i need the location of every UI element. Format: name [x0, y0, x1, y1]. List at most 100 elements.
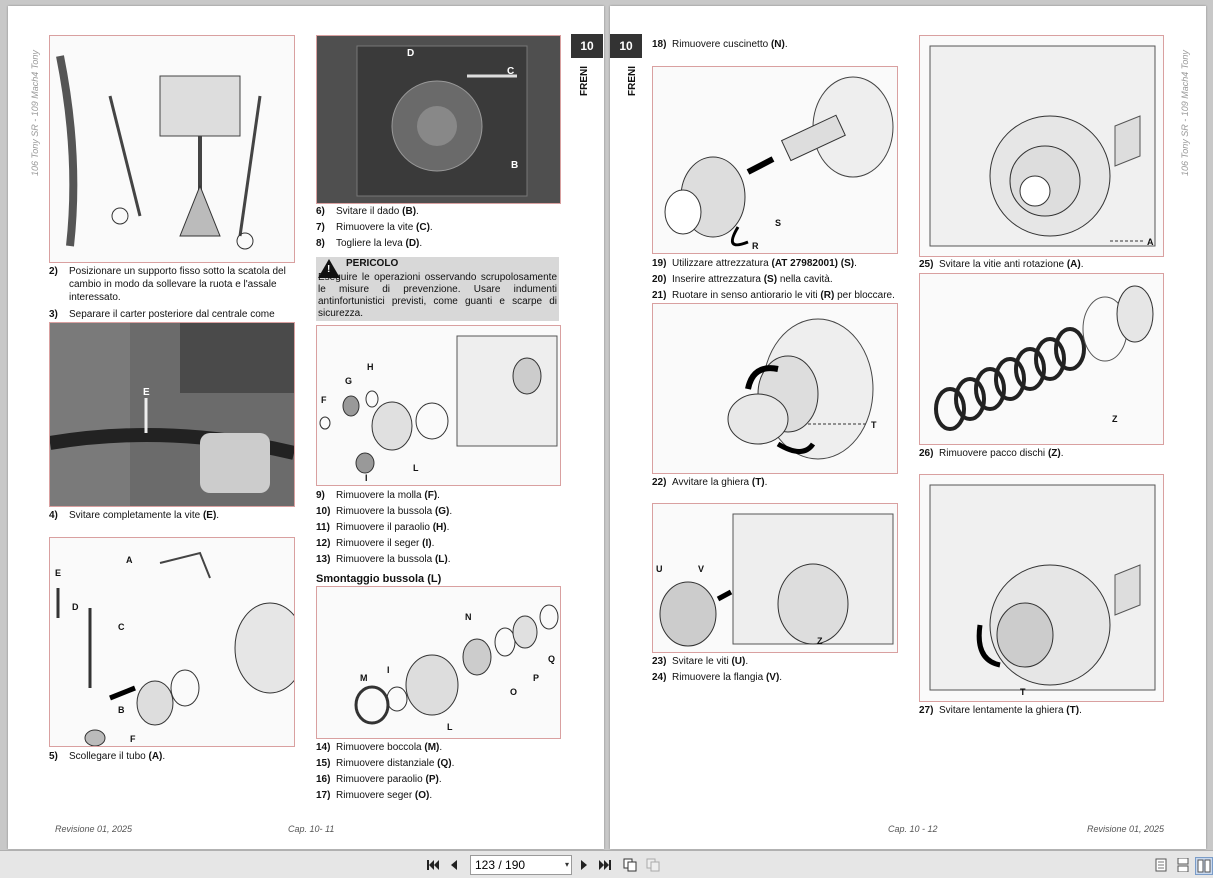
step-18: 18)Rimuovere cuscinetto (N). — [652, 39, 788, 50]
last-page-button[interactable] — [597, 857, 613, 873]
single-page-icon — [1155, 858, 1167, 872]
continuous-view-button[interactable] — [1175, 857, 1191, 873]
step-6: 6)Svitare il dado (B). — [316, 206, 419, 217]
svg-text:C: C — [507, 66, 514, 77]
warning-box: ! PERICOLO Eseguire le operazioni osserv… — [316, 257, 559, 321]
svg-text:G: G — [345, 376, 352, 386]
svg-text:B: B — [511, 160, 518, 171]
svg-text:E: E — [55, 568, 61, 578]
svg-text:E: E — [143, 387, 150, 398]
figure-housing-ring: T — [919, 474, 1164, 702]
step-26: 26)Rimuovere pacco dischi (Z). — [919, 448, 1064, 459]
chapter-label: FRENI — [627, 66, 638, 96]
chapter-number: 10 — [610, 34, 642, 58]
steps-9-13: 9)Rimuovere la molla (F). 10)Rimuovere l… — [316, 489, 452, 566]
continuous-icon — [1177, 858, 1189, 872]
svg-text:L: L — [413, 463, 419, 473]
steps-14-17: 14)Rimuovere boccola (M). 15)Rimuovere d… — [316, 741, 454, 802]
step-9: 9)Rimuovere la molla (F). — [316, 490, 440, 501]
first-page-icon — [427, 860, 439, 870]
svg-text:C: C — [118, 622, 125, 632]
prev-page-button[interactable] — [446, 857, 462, 873]
step-21: 21)Ruotare in senso antiorario le viti (… — [652, 290, 895, 301]
step-25: 25)Svitare la vitie anti rotazione (A). — [919, 259, 1084, 270]
lift-support-illustration — [50, 36, 294, 262]
footer-revision: Revisione 01, 2025 — [55, 824, 133, 834]
svg-text:L: L — [447, 722, 453, 732]
footer-revision: Revisione 01, 2025 — [1087, 824, 1165, 834]
svg-text:Z: Z — [817, 636, 823, 646]
steps-23-24: 23)Svitare le viti (U). 24)Rimuovere la … — [652, 655, 782, 684]
dropdown-icon: ▾ — [564, 860, 569, 869]
svg-text:F: F — [130, 734, 136, 744]
step-5: 5)Scollegare il tubo (A). — [49, 751, 166, 762]
figure-exploded-lever: A E D C B F — [49, 537, 295, 747]
figure-disc-pack: Z — [919, 273, 1164, 445]
svg-text:H: H — [367, 362, 374, 372]
steps-6-8: 6)Svitare il dado (B). 7)Rimuovere la vi… — [316, 205, 433, 250]
next-page-button[interactable] — [576, 857, 592, 873]
two-page-icon — [1197, 859, 1211, 873]
step-8: 8)Togliere la leva (D). — [316, 238, 423, 249]
step-15: 15)Rimuovere distanziale (Q). — [316, 758, 455, 769]
housing-screw-illustration: A — [920, 36, 1163, 256]
svg-text:T: T — [1020, 687, 1026, 697]
step-10: 10)Rimuovere la bussola (G). — [316, 506, 453, 517]
page-number-select[interactable]: 123 / 190 ▾ — [470, 855, 572, 875]
steps-19-21: 19)Utilizzare attrezzatura (AT 27982001)… — [652, 257, 895, 302]
svg-text:Z: Z — [1112, 414, 1118, 424]
subheading-bushing: Smontaggio bussola (L) — [316, 573, 442, 585]
step-24: 24)Rimuovere la flangia (V). — [652, 672, 783, 683]
svg-text:O: O — [510, 687, 517, 697]
first-page-button[interactable] — [425, 857, 441, 873]
figure-exploded-bushing: G H F L I — [316, 325, 561, 486]
side-label: 106 Tony SR - 109 Mach4 Tony — [1180, 50, 1190, 176]
step-13: 13)Rimuovere la bussola (L). — [316, 554, 451, 565]
svg-text:S: S — [775, 218, 781, 228]
svg-text:M: M — [360, 673, 368, 683]
ring-nut-illustration: T — [653, 304, 897, 473]
warning-icon: ! — [318, 259, 340, 278]
svg-text:F: F — [321, 395, 327, 405]
warning-text: Eseguire le operazioni osservando scrupo… — [318, 272, 557, 319]
svg-text:U: U — [656, 564, 663, 574]
single-page-view-button[interactable] — [1153, 857, 1169, 873]
step-14: 14)Rimuovere boccola (M). — [316, 742, 443, 753]
figure-housing-screw: A — [919, 35, 1164, 257]
svg-text:A: A — [126, 555, 133, 565]
copy-disabled-button[interactable] — [645, 857, 661, 873]
bushing-parts-illustration: NMI QPO L — [317, 587, 560, 738]
step-2: 2)Posizionare un supporto fisso sotto la… — [49, 266, 286, 303]
step-12: 12)Rimuovere il seger (I). — [316, 538, 435, 549]
left-page: 106 Tony SR - 109 Mach4 Tony 2)Posiziona… — [8, 6, 604, 849]
figure-lift-support — [49, 35, 295, 263]
step-7: 7)Rimuovere la vite (C). — [316, 222, 433, 233]
nut-lever-photo: DCB — [317, 36, 560, 203]
svg-text:N: N — [465, 612, 472, 622]
svg-text:I: I — [365, 473, 368, 483]
bushing-exploded-illustration: G H F L I — [317, 326, 560, 485]
warning-title: PERICOLO — [346, 258, 399, 269]
two-page-view-button[interactable] — [1195, 857, 1213, 875]
svg-text:D: D — [72, 602, 79, 612]
chapter-label: FRENI — [579, 66, 590, 96]
copy-button[interactable] — [622, 857, 638, 873]
side-label: 106 Tony SR - 109 Mach4 Tony — [30, 50, 40, 176]
step-17: 17)Rimuovere seger (O). — [316, 790, 433, 801]
tool-insertion-illustration: SR — [653, 67, 897, 253]
document-viewer[interactable]: 106 Tony SR - 109 Mach4 Tony 2)Posiziona… — [0, 0, 1213, 850]
svg-text:V: V — [698, 564, 704, 574]
step-20: 20)Inserire attrezzatura (S) nella cavit… — [652, 274, 833, 285]
svg-text:B: B — [118, 705, 125, 715]
figure-flange: U V Z — [652, 503, 898, 653]
figure-ring-nut: T — [652, 303, 898, 474]
lever-exploded-illustration: A E D C B F — [50, 538, 294, 746]
footer-page: Cap. 10 - 12 — [888, 824, 938, 834]
chapter-number: 10 — [571, 34, 603, 58]
last-page-icon — [599, 860, 611, 870]
copy-disabled-icon — [646, 858, 660, 872]
svg-text:T: T — [871, 420, 877, 430]
